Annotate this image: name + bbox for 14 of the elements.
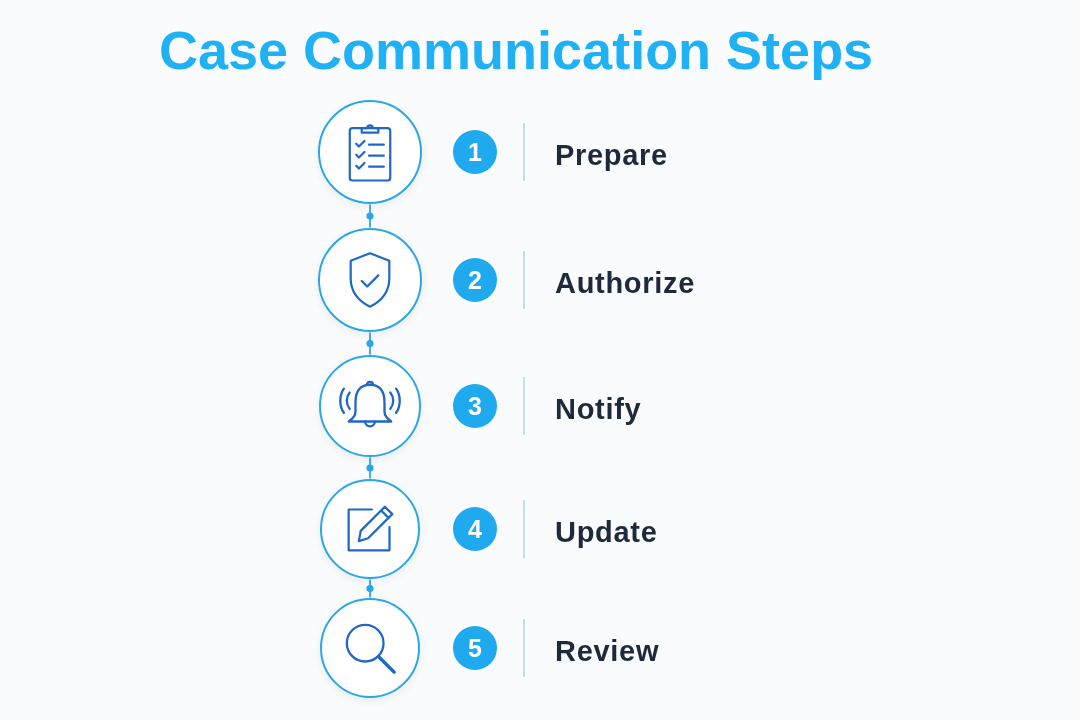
connector-line [369,203,371,229]
step-number: 2 [453,258,497,302]
step-label: Authorize [555,266,695,300]
connector-line [369,331,371,356]
step-label: Review [555,634,660,668]
step-number: 1 [453,130,497,174]
step-number: 5 [453,626,497,670]
step-label: Prepare [555,138,668,172]
step-label: Update [555,515,658,549]
step-label: Notify [555,392,642,426]
step-number: 3 [453,384,497,428]
diagram-title: Case Communication Steps [159,19,874,81]
connector-line [369,456,371,480]
step-number: 4 [453,507,497,551]
